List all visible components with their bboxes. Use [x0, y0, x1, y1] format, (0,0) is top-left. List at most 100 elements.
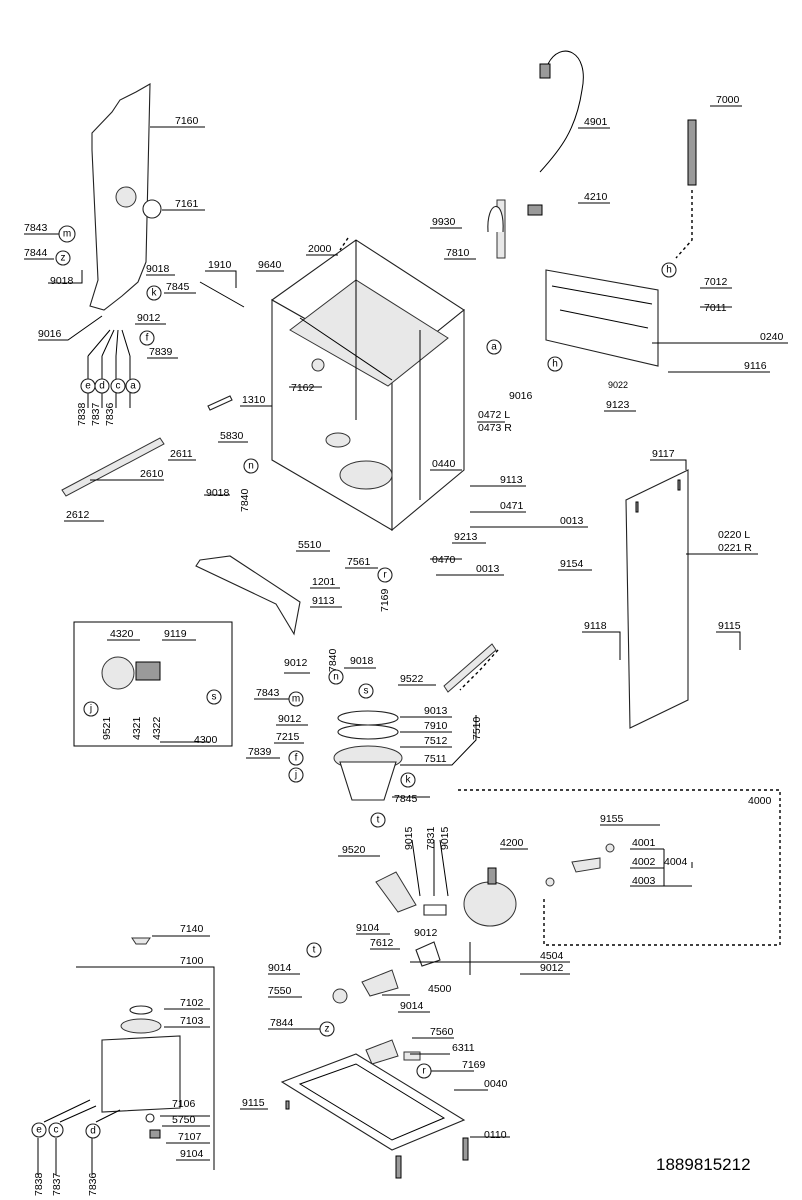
callout-9012-pump: 9012 — [414, 927, 438, 939]
marker-d-top: d — [94, 378, 110, 394]
part-9520 — [375, 871, 417, 913]
callout-9013: 9013 — [424, 705, 448, 717]
callout-9930: 9930 — [432, 216, 456, 228]
callout-4321: 4321 — [131, 716, 143, 740]
callout-7844: 7844 — [24, 247, 48, 259]
part-6311 — [403, 1051, 421, 1061]
callout-0473: 0473 R — [478, 422, 512, 434]
callout-0440: 0440 — [432, 458, 456, 470]
callout-9640: 9640 — [258, 259, 282, 271]
marker-h-lower: h — [547, 356, 563, 372]
callout-7838-top: 7838 — [76, 402, 88, 426]
callout-9119: 9119 — [164, 628, 187, 640]
marker-j-box: j — [83, 701, 99, 717]
callout-4322: 4322 — [151, 716, 163, 740]
pump-4320 — [101, 656, 135, 690]
svg-text:j: j — [294, 770, 297, 781]
callout-0240: 0240 — [760, 331, 784, 343]
callout-9012-mid: 9012 — [284, 657, 308, 669]
hose-path — [675, 190, 693, 259]
callout-9104-low: 9104 — [180, 1148, 204, 1160]
callout-9016-left: 9016 — [38, 328, 62, 340]
callout-7169-upper: 7169 — [379, 588, 391, 612]
callout-9118: 9118 — [584, 620, 607, 632]
marker-t-low: t — [306, 942, 322, 958]
svg-text:h: h — [666, 265, 672, 276]
group-4300-box — [73, 621, 233, 747]
callout-7560: 7560 — [430, 1026, 454, 1038]
svg-text:s: s — [364, 686, 369, 697]
callout-labels: 7160 7161 7843 7844 9018 9018 7845 9016 … — [24, 94, 784, 1196]
callout-7106: 7106 — [172, 1098, 196, 1110]
part-7140 — [131, 937, 151, 945]
svg-text:c: c — [54, 1125, 59, 1136]
marker-j-mid: j — [288, 767, 304, 783]
callout-5750: 5750 — [172, 1114, 196, 1126]
svg-text:f: f — [295, 753, 298, 764]
part-7106 — [145, 1113, 155, 1123]
callout-7843-mid: 7843 — [256, 687, 280, 699]
callout-9522: 9522 — [400, 673, 424, 685]
callout-9018-left: 9018 — [50, 275, 74, 287]
part-4002 — [571, 857, 601, 873]
part-4003 — [545, 877, 555, 887]
callout-9014-right: 9014 — [400, 1000, 424, 1012]
marker-r-low: r — [416, 1063, 432, 1079]
callout-7839-left: 7839 — [149, 346, 173, 358]
svg-text:n: n — [248, 461, 254, 472]
marker-f-mid: f — [288, 750, 304, 766]
part-4001 — [605, 843, 615, 853]
callout-1910: 1910 — [208, 259, 232, 271]
svg-text:n: n — [333, 672, 339, 683]
drawing-number: 1889815212 — [656, 1155, 751, 1174]
marker-z-top: z — [55, 250, 71, 266]
seal-7103 — [120, 1018, 162, 1034]
svg-text:m: m — [63, 229, 71, 240]
callout-7011: 7011 — [704, 302, 727, 314]
back-panel-opening — [115, 186, 137, 208]
callout-9018-low: 9018 — [350, 655, 374, 667]
callout-9113-lower: 9113 — [312, 595, 335, 607]
marker-c-low: c — [48, 1122, 64, 1138]
leader-lines — [24, 105, 788, 1175]
callout-9116: 9116 — [744, 360, 767, 372]
svg-text:k: k — [406, 775, 412, 786]
callout-0040: 0040 — [484, 1078, 508, 1090]
callout-7840-top: 7840 — [239, 488, 251, 512]
callout-7836-top: 7836 — [104, 402, 116, 426]
callout-4000: 4000 — [748, 795, 772, 807]
svg-text:d: d — [99, 381, 105, 392]
callout-7000: 7000 — [716, 94, 740, 106]
marker-e-top: e — [80, 378, 96, 394]
callout-7839-mid: 7839 — [248, 746, 272, 758]
callout-4004: 4004 — [664, 856, 688, 868]
callout-0013-upper: 0013 — [560, 515, 584, 527]
callout-7107: 7107 — [178, 1131, 202, 1143]
svg-text:t: t — [313, 945, 316, 956]
callout-9012-sump: 9012 — [278, 713, 302, 725]
marker-k-top: k — [146, 285, 162, 301]
svg-text:e: e — [36, 1125, 42, 1136]
svg-text:f: f — [146, 333, 149, 344]
callout-1201: 1201 — [312, 576, 336, 588]
filter-9013 — [337, 710, 399, 726]
svg-text:j: j — [89, 704, 92, 715]
marker-f-top: f — [139, 330, 155, 346]
pipe-4504-conn — [415, 941, 441, 967]
callout-7215: 7215 — [276, 731, 300, 743]
callout-9155: 9155 — [600, 813, 624, 825]
callout-7140: 7140 — [180, 923, 204, 935]
marker-a-right: a — [486, 339, 502, 355]
seal-ring-7161 — [142, 199, 162, 219]
callout-9016-right: 9016 — [509, 390, 533, 402]
seal-7910 — [337, 724, 399, 740]
callout-0013-lower: 0013 — [476, 563, 500, 575]
callout-9015-right: 9015 — [439, 826, 451, 850]
svg-text:a: a — [491, 342, 497, 353]
callout-1310: 1310 — [242, 394, 266, 406]
callout-7550: 7550 — [268, 985, 292, 997]
callout-7561: 7561 — [347, 556, 371, 568]
inlet-hose-7000 — [687, 119, 697, 186]
cable-4901 — [539, 50, 584, 173]
callout-0470: 0470 — [432, 554, 456, 566]
